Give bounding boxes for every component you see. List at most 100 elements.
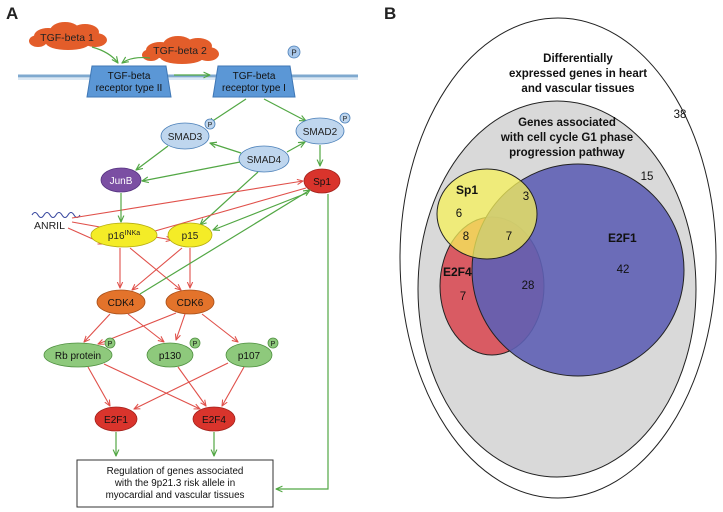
arrow-rb-e2f4 [103,363,200,409]
receptor-2-line-2: receptor type II [96,83,163,94]
result-box: Regulation of genes associated with the … [76,459,274,508]
p130-node: p130 P [146,337,201,368]
arrow-cdk4-p130 [127,313,164,342]
svg-text:p16INKa: p16INKa [108,230,140,242]
panel-a-label: A [6,4,18,23]
count-all-three: 7 [506,231,512,243]
cdk6-node: CDK6 [165,289,215,315]
receptor-type-2: TGF-beta receptor type II [86,65,172,98]
receptor-1-line-1: TGF-beta [233,71,276,82]
arrow-p15-cdk4 [132,247,183,290]
venn-g1-title-2: with cell cycle G1 phase [500,132,633,144]
tgf-beta-1-label: TGF-beta 1 [40,32,94,44]
count-sp1-e2f4: 8 [463,231,469,243]
p16-label: p16 [108,231,125,242]
p16-superscript: INKa [125,230,141,237]
result-line-3: myocardial and vascular tissues [106,490,245,501]
anril-label: ANRIL [34,220,65,232]
arrow-smad4-junb [142,161,241,181]
junb-node: JunB [100,167,142,193]
anril-rna-icon [31,211,81,219]
smad2-node: SMAD2 P [295,112,351,145]
arrow-p107-e2f1 [134,362,229,409]
arrow-p16-cdk6 [129,247,181,290]
count-outer-only: 38 [674,109,687,121]
svg-text:P: P [343,116,348,123]
rb-node: Rb protein P [43,337,116,368]
panel-b-label: B [384,4,396,23]
arrow-rb-e2f1 [87,366,110,406]
arrow-cdk4-rb [84,313,111,342]
p107-node: p107 P [225,337,279,368]
arrow-smad3-junb [136,145,169,170]
receptor-2-line-1: TGF-beta [108,71,151,82]
arrow-tgf2-receptor [122,58,151,63]
arrow-smad4-p15 [200,171,259,225]
result-line-1: Regulation of genes associated [107,466,244,477]
cdk4-node: CDK4 [96,289,146,315]
venn-g1-title-3: progression pathway [509,147,625,159]
count-sp1-only: 6 [456,208,462,220]
p15-node: p15 [167,222,213,248]
receptor-1-phospho: P [287,45,301,59]
venn-outer-title-3: and vascular tissues [521,83,634,95]
venn-e2f4-label: E2F4 [443,265,472,279]
svg-text:P: P [193,341,198,348]
count-e2f1-e2f4: 28 [522,280,535,292]
svg-text:CDK4: CDK4 [108,298,135,309]
tgf-beta-1-cloud: TGF-beta 1 [29,22,107,50]
count-e2f1-only: 42 [617,264,630,276]
arrow-tgf1-receptor [91,46,118,63]
arrow-smad4-smad3 [210,143,242,154]
e2f4-node: E2F4 [192,406,236,432]
svg-text:SMAD2: SMAD2 [303,127,338,138]
arrow-cdk6-p107 [201,313,238,342]
svg-text:JunB: JunB [110,176,133,187]
svg-text:p130: p130 [159,351,182,362]
svg-text:E2F4: E2F4 [202,415,226,426]
e2f1-node: E2F1 [94,406,138,432]
receptor-1-line-2: receptor type I [222,83,286,94]
svg-text:E2F1: E2F1 [104,415,128,426]
svg-text:P: P [108,341,113,348]
p16-node: p16INKa [90,222,158,248]
arrow-sp1-p15 [213,192,308,230]
svg-text:Sp1: Sp1 [313,177,331,188]
svg-text:SMAD4: SMAD4 [247,155,282,166]
venn-outer-title-2: expressed genes in heart [509,68,647,80]
venn-sp1-label: Sp1 [456,183,478,197]
tgf-beta-2-cloud: TGF-beta 2 [142,36,219,64]
svg-text:p107: p107 [238,351,261,362]
arrow-receptor1-smad3 [208,98,247,124]
smad3-node: SMAD3 P [160,118,216,150]
count-e2f4-only: 7 [460,291,466,303]
svg-text:CDK6: CDK6 [177,298,204,309]
venn-e2f1-label: E2F1 [608,231,637,245]
venn-sp1-set [436,168,538,260]
receptor-type-1: TGF-beta receptor type I [212,65,296,98]
arrow-cdk4-sp1 [139,190,310,295]
arrow-receptor1-smad2 [263,98,306,121]
svg-text:SMAD3: SMAD3 [168,132,203,143]
tgf-beta-2-label: TGF-beta 2 [153,45,207,57]
svg-text:P: P [291,49,296,58]
arrow-smad4-smad2 [286,142,305,153]
arrow-p107-e2f4 [222,366,245,406]
svg-text:P: P [208,122,213,129]
arrow-cdk6-p130 [176,313,186,340]
arrow-anril-sp1 [71,181,303,219]
svg-text:Rb protein: Rb protein [55,351,101,362]
sp1-node: Sp1 [303,168,341,194]
svg-text:P: P [271,341,276,348]
smad4-node: SMAD4 [238,145,290,173]
count-sp1-e2f1: 3 [523,191,529,203]
arrow-sp1-p16 [148,187,307,233]
venn-g1-title-1: Genes associated [518,117,616,129]
svg-text:p15: p15 [182,231,199,242]
count-g1-only: 15 [641,171,654,183]
arrow-sp1-result [276,194,329,489]
venn-outer-title-1: Differentially [543,53,613,65]
result-line-2: with the 9p21.3 risk allele in [114,478,235,489]
arrow-p130-e2f4 [177,366,206,406]
